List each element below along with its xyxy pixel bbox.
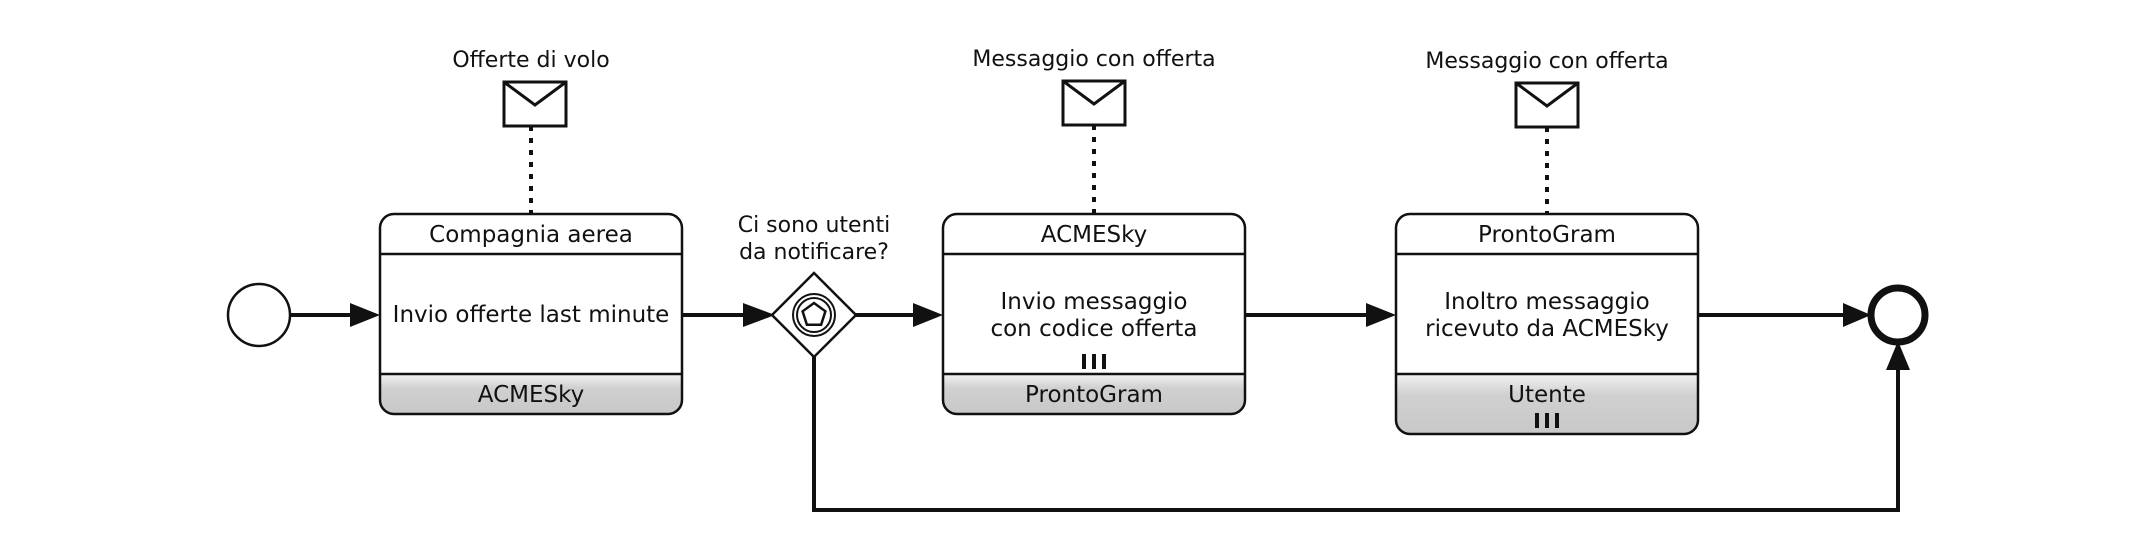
gateway-label-line-1: Ci sono utenti: [738, 213, 891, 238]
task-3-initiator: ProntoGram: [1478, 222, 1616, 248]
arrow-head: [1843, 303, 1871, 327]
start-event: [226, 282, 292, 348]
envelope-icon: [1514, 81, 1580, 129]
gateway-outer-ring-icon: [792, 293, 836, 337]
message-1: Offerte di volo: [452, 48, 610, 214]
task-1-participant: ACMESky: [478, 382, 584, 408]
arrow-head: [1366, 303, 1396, 327]
arrow-head: [743, 303, 775, 327]
choreography-task-2: ACMESky Invio messaggio con codice offer…: [941, 212, 1247, 416]
envelope-icon: [502, 80, 568, 128]
task-3-name-line-2: ricevuto da ACMESky: [1425, 316, 1669, 342]
message-3-label: Messaggio con offerta: [1425, 49, 1668, 74]
gateway-label-line-2: da notificare?: [739, 240, 889, 265]
gateway-inner-ring-icon: [796, 297, 832, 333]
task-2-initiator: ACMESky: [1041, 222, 1147, 248]
arrow-head: [350, 303, 380, 327]
envelope-icon: [1061, 79, 1127, 127]
task-2-participant: ProntoGram: [1025, 382, 1163, 408]
message-2: Messaggio con offerta: [972, 47, 1216, 214]
message-3: Messaggio con offerta: [1425, 49, 1669, 214]
sequence-flows: [291, 313, 1900, 512]
multi-instance-icon: [1082, 354, 1106, 369]
task-2-name-line-1: Invio messaggio: [1000, 289, 1187, 315]
flow-arrowheads: [350, 303, 1910, 370]
task-1-initiator: Compagnia aerea: [429, 222, 633, 248]
choreography-task-1: Compagnia aerea Invio offerte last minut…: [378, 212, 684, 416]
multi-instance-icon: [1535, 413, 1559, 428]
arrow-head: [913, 303, 943, 327]
event-based-gateway: Ci sono utenti da notificare?: [738, 213, 891, 359]
arrow-head: [1886, 341, 1910, 370]
task-3-participant: Utente: [1508, 382, 1586, 408]
flow-gateway-to-end: [812, 353, 1900, 512]
choreography-task-3: ProntoGram Inoltro messaggio ricevuto da…: [1394, 212, 1700, 436]
task-2-name-line-2: con codice offerta: [990, 316, 1197, 342]
pentagon-icon: [801, 301, 827, 326]
message-2-label: Messaggio con offerta: [972, 47, 1215, 72]
task-3-name-line-1: Inoltro messaggio: [1444, 289, 1649, 315]
task-1-name: Invio offerte last minute: [393, 302, 670, 328]
message-1-label: Offerte di volo: [452, 48, 609, 73]
end-event: [1867, 284, 1929, 346]
